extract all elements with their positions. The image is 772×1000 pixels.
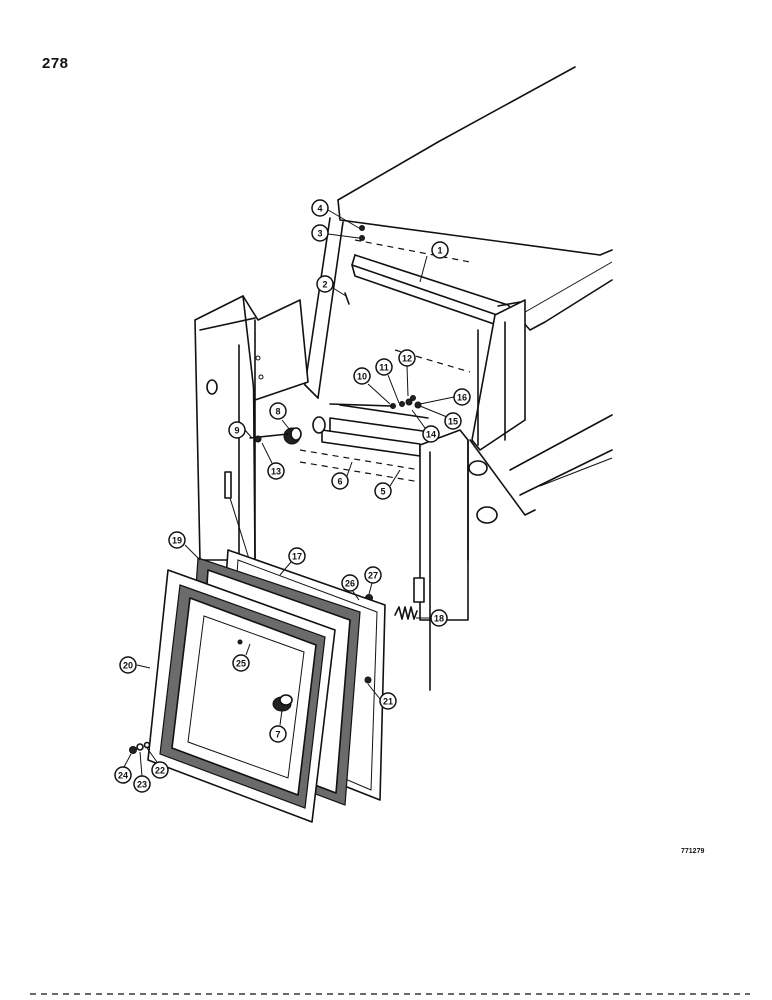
right-extension [468,414,613,524]
callout-circle [364,566,382,584]
callout-label: 15 [448,417,458,427]
callout-21: 21 [379,692,397,710]
callout-label: 6 [337,477,342,487]
callout-circle [453,388,471,406]
callout-7: 7 [269,725,287,743]
callout-label: 19 [172,536,182,546]
callout-label: 4 [317,204,322,214]
callout-12: 12 [398,349,416,367]
callout-circle [431,241,449,259]
callout-19: 19 [168,531,186,549]
callout-circle [398,349,416,367]
callout-label: 3 [317,229,322,239]
callout-circle [311,199,329,217]
callout-label: 13 [271,467,281,477]
callout-6: 6 [331,472,349,490]
callout-circle [316,275,334,293]
callout-label: 26 [345,579,355,589]
callout-label: 27 [368,571,378,581]
callout-23: 23 [133,775,151,793]
outer-frame [147,569,336,823]
callout-label: 9 [234,426,239,436]
callout-2: 2 [316,275,334,293]
left-column [194,295,309,691]
callout-label: 2 [322,280,327,290]
page-number: 278 [42,55,69,72]
callout-circle [119,656,137,674]
callout-label: 8 [275,407,280,417]
callout-label: 14 [426,430,436,440]
callout-circle [430,609,448,627]
cross-members [299,239,471,483]
callout-label: 5 [380,487,385,497]
callout-circle [375,358,393,376]
callout-label: 1 [437,246,442,256]
callout-circle [228,421,246,439]
hinge-assembly [249,416,326,445]
callout-label: 12 [402,354,412,364]
callout-circle [168,531,186,549]
callout-circle [269,402,287,420]
callout-18: 18 [430,609,448,627]
callout-label: 17 [292,552,302,562]
center-right-column [413,429,469,691]
callout-circle [311,224,329,242]
upper-housing [337,66,613,333]
callout-leaders [123,209,455,777]
callout-circle [232,654,250,672]
callout-13: 13 [267,462,285,480]
callout-label: 16 [457,393,467,403]
callout-label: 20 [123,661,133,671]
callout-label: 21 [383,697,393,707]
callout-label: 10 [357,372,367,382]
callout-25: 25 [232,654,250,672]
callout-9: 9 [228,421,246,439]
callout-20: 20 [119,656,137,674]
latch-handle [272,694,293,712]
callout-circle [341,574,359,592]
callout-circle [444,412,462,430]
callout-10: 10 [353,367,371,385]
callout-circle [288,547,306,565]
callout-label: 23 [137,780,147,790]
frame-fasteners [129,639,372,754]
callout-5: 5 [374,482,392,500]
callout-14: 14 [422,425,440,443]
callout-label: 18 [434,614,444,624]
callout-1: 1 [431,241,449,259]
callout-24: 24 [114,766,132,784]
right-upright [471,299,526,451]
callout-3: 3 [311,224,329,242]
callout-16: 16 [453,388,471,406]
callout-label: 11 [379,363,389,373]
callout-circle [379,692,397,710]
callout-4: 4 [311,199,329,217]
callout-circle [133,775,151,793]
callout-15: 15 [444,412,462,430]
callout-circle [374,482,392,500]
callout-label: 22 [155,766,165,776]
callout-circle [114,766,132,784]
callout-27: 27 [364,566,382,584]
callout-label: 24 [118,771,128,781]
callout-label: 7 [275,730,280,740]
callout-8: 8 [269,402,287,420]
drawing-code: 771279 [681,848,705,855]
callout-layer: 1234567891011121314151617181920212223242… [114,199,471,793]
callout-26: 26 [341,574,359,592]
spring [394,606,418,620]
callout-17: 17 [288,547,306,565]
callout-circle [269,725,287,743]
callout-circle [151,761,169,779]
callout-circle [353,367,371,385]
callout-circle [267,462,285,480]
callout-circle [422,425,440,443]
callout-11: 11 [375,358,393,376]
callout-circle [331,472,349,490]
callout-label: 25 [236,659,246,669]
upper-post [304,217,344,399]
callout-22: 22 [151,761,169,779]
